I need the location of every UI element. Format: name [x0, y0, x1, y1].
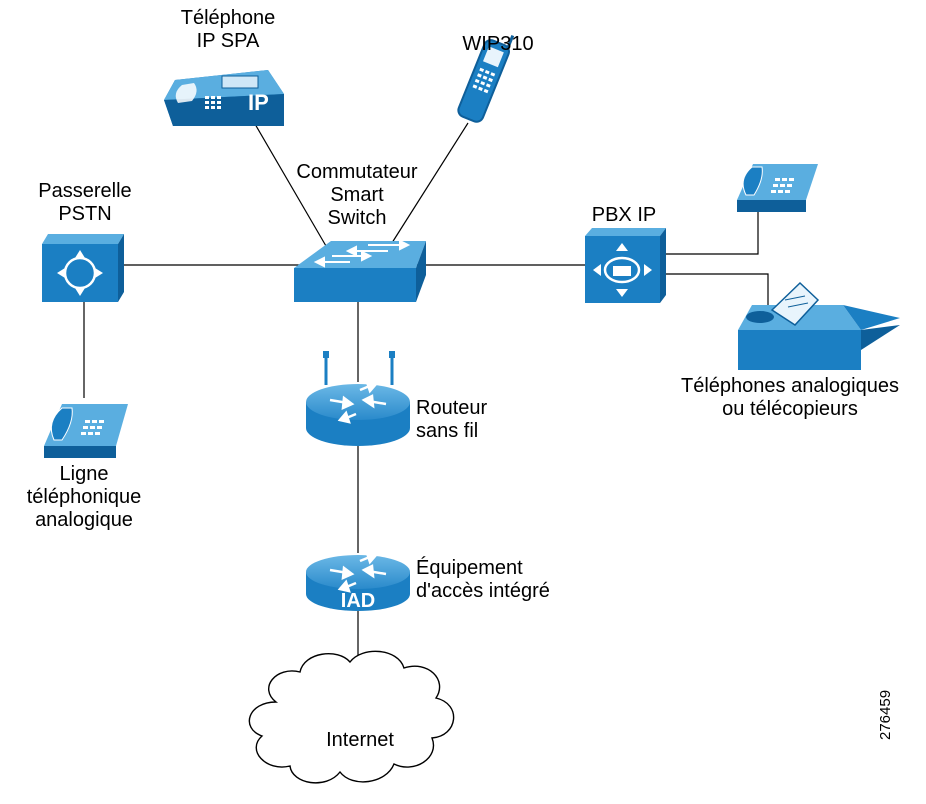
label-iad: Équipement d'accès intégré — [416, 557, 550, 602]
link-pbx-fax — [664, 273, 769, 318]
label-wip310: WIP310 — [462, 33, 534, 55]
label-wireless-router: Routeur sans fil — [416, 397, 488, 442]
figure-id: 276459 — [877, 689, 894, 740]
label-ip-phone: Téléphone IP SPA — [180, 7, 276, 52]
link-wip310-switch — [389, 122, 469, 247]
pbx-icon — [585, 228, 666, 303]
label-analog-line: Ligne téléphonique analogique — [26, 463, 142, 531]
label-internet: Internet — [326, 729, 394, 751]
label-pbx: PBX IP — [591, 204, 657, 226]
wireless-router-icon — [306, 351, 410, 446]
ip-phone-icon: IP — [164, 70, 284, 126]
iad-router-icon: IAD — [306, 551, 410, 612]
fax-machine-icon — [738, 281, 900, 370]
cloud-icon — [248, 650, 455, 784]
gateway-icon — [42, 234, 124, 302]
ip-phone-badge: IP — [248, 90, 269, 115]
iad-badge: IAD — [341, 590, 375, 612]
connections — [83, 122, 769, 680]
switch-icon — [294, 239, 426, 302]
analog-phone-icon-top-right — [737, 164, 818, 212]
label-analog-phones: Téléphones analogiques ou télécopieurs — [681, 375, 899, 420]
label-pstn-gateway: Passerelle PSTN — [38, 180, 132, 225]
analog-phone-icon-bottom-left — [44, 404, 128, 458]
link-phone-switch — [254, 123, 327, 247]
label-switch: Commutateur Smart Switch — [296, 161, 418, 229]
wireless-handset-icon — [457, 34, 515, 123]
link-pbx-phone — [664, 211, 759, 255]
